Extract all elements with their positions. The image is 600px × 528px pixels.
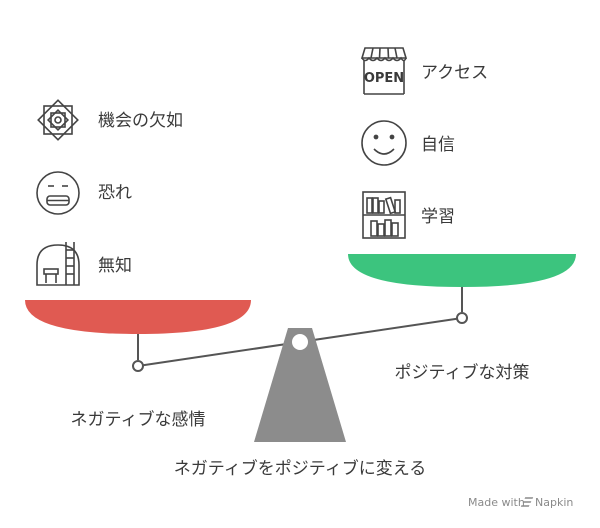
right-item-label-2: 学習 (421, 207, 455, 227)
made-with-text: Made with (468, 496, 525, 509)
bookshelf-icon (362, 191, 406, 239)
left-side-label: ネガティブな感情 (71, 409, 206, 430)
napkin-logo-icon (520, 497, 534, 507)
open-sign-text: OPEN (364, 71, 404, 86)
left-item-label-0: 機会の欠如 (98, 111, 183, 131)
right-side-label: ポジティブな対策 (395, 362, 530, 383)
napkin-brand-text: Napkin (535, 496, 573, 509)
open-shop-sign-icon (360, 47, 408, 95)
left-item-label-2: 無知 (98, 256, 132, 276)
fulcrum-pivot (292, 334, 308, 350)
right-joint (456, 312, 468, 324)
right-item-label-0: アクセス (421, 63, 488, 83)
room-with-ladder-icon (36, 242, 80, 286)
left-joint (132, 360, 144, 372)
right-item-label-1: 自信 (421, 135, 455, 155)
smiling-face-icon (361, 120, 407, 166)
diagram-caption: ネガティブをポジティブに変える (174, 458, 426, 479)
left-pan (25, 300, 251, 334)
fearful-face-icon (36, 171, 80, 215)
left-item-label-1: 恐れ (98, 183, 132, 203)
fulcrum (254, 328, 346, 442)
puzzle-ornament-icon (37, 99, 79, 141)
right-pan (348, 254, 576, 287)
